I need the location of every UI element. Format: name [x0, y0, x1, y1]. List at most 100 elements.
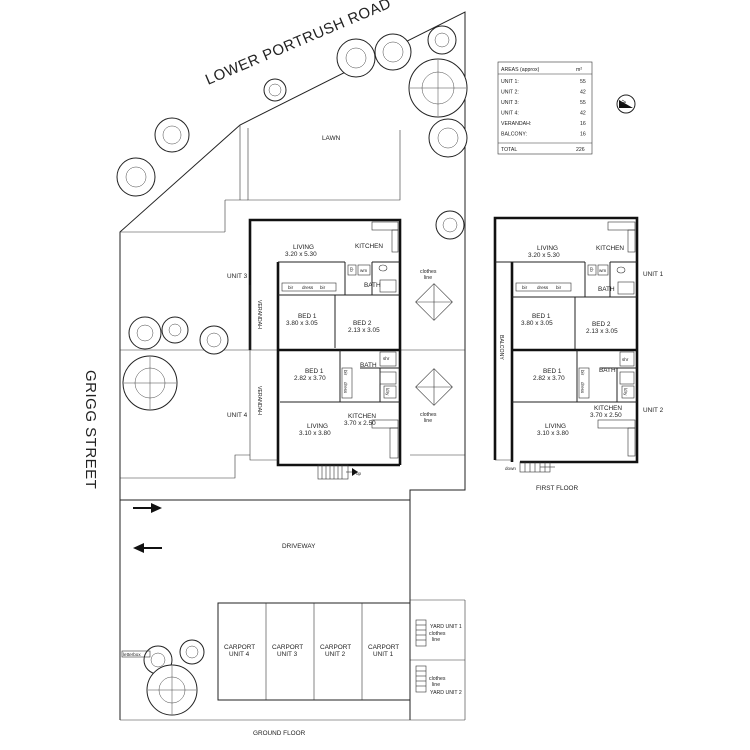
first-floor-building — [493, 216, 639, 473]
tree-icon — [116, 157, 156, 197]
tree-icon — [427, 25, 457, 55]
stairs-icon — [519, 461, 555, 473]
yard-unit-2-label: YARD UNIT 2 — [430, 690, 462, 696]
room-bed1-dims: 2.82 x 3.70 — [533, 375, 565, 382]
areas-row-value: 55 — [580, 100, 586, 106]
areas-row-value: 42 — [580, 90, 586, 96]
areas-row-value: 55 — [580, 79, 586, 85]
trees — [116, 25, 468, 716]
fixture-wm-label: wm — [599, 268, 606, 273]
fixture-shr-label: shr — [622, 357, 629, 362]
areas-row-label: UNIT 2: — [501, 90, 519, 96]
tree-icon — [154, 117, 190, 153]
stairs-icon — [317, 464, 358, 480]
areas-table-unit: m² — [576, 67, 582, 73]
site-boundary — [119, 11, 466, 721]
clothes-line-icon — [415, 368, 453, 406]
unit-3-label: UNIT 3 — [227, 273, 248, 280]
fixture-dress-label: dress — [580, 382, 585, 394]
room-living-name: LIVING — [537, 245, 558, 252]
room-kitchen-name: KITCHEN — [355, 243, 383, 250]
room-living-name: LIVING — [293, 244, 314, 251]
room-bath-name: BATH — [364, 282, 381, 289]
room-bed1-name: BED 1 — [305, 368, 324, 375]
arrow-left-icon — [133, 543, 162, 553]
svg-text:N: N — [620, 99, 629, 107]
tree-icon — [128, 316, 162, 350]
room-living-dims: 3.10 x 3.80 — [299, 430, 331, 437]
verandah-label: VERANDAH — [256, 386, 262, 415]
ground-floor-title: GROUND FLOOR — [253, 730, 306, 737]
tree-icon — [263, 78, 287, 102]
room-bed1-name: BED 1 — [543, 368, 562, 375]
tree-icon — [179, 639, 205, 665]
tree-icon — [408, 58, 468, 118]
room-bed2-dims: 2.13 x 3.05 — [348, 327, 380, 334]
fixture-bir-label: bir — [320, 285, 326, 290]
balcony-label: BALCONY — [498, 335, 504, 360]
fixture-cb-label: cb — [349, 267, 354, 272]
tree-icon — [336, 38, 376, 78]
yard-unit-1-label: YARD UNIT 1 — [430, 624, 462, 630]
fixture-ldry-label: ldry — [385, 388, 390, 396]
areas-total-value: 226 — [576, 147, 585, 153]
north-arrow-icon: N — [616, 94, 636, 114]
unit-1-label: UNIT 1 — [643, 271, 664, 278]
room-bed1-dims: 3.80 x 3.05 — [521, 320, 553, 327]
ground-floor-building — [248, 218, 402, 480]
areas-table-header: AREAS (approx) — [501, 67, 540, 73]
stairs-up-label: up — [356, 471, 362, 476]
tree-icon — [161, 316, 189, 344]
areas-row-value: 16 — [580, 132, 586, 138]
carports — [217, 602, 411, 701]
room-bath-name: BATH — [598, 286, 615, 293]
areas-row-label: VERANDAH: — [501, 121, 531, 127]
street-name-grigg: GRIGG STREET — [82, 370, 99, 489]
fixture-bir-label: bir — [580, 370, 585, 376]
fixture-ldry-label: ldry — [623, 388, 628, 396]
room-living-dims: 3.20 x 5.30 — [528, 252, 560, 259]
areas-row-value: 42 — [580, 111, 586, 117]
clothes-line-icon — [415, 283, 453, 321]
yard-clothes-line-icon — [415, 665, 427, 693]
stairs-down-label: down — [505, 466, 516, 471]
room-bath-name: BATH — [360, 362, 377, 369]
areas-row-label: BALCONY: — [501, 132, 527, 138]
room-living-name: LIVING — [545, 423, 566, 430]
tree-icon — [122, 355, 178, 411]
areas-row-label: UNIT 3: — [501, 100, 519, 106]
arrow-right-icon — [133, 503, 162, 513]
lawn-label: LAWN — [322, 135, 341, 142]
fixture-bir-label: bir — [288, 285, 294, 290]
fixture-dress-label: dress — [537, 285, 549, 290]
room-living-dims: 3.20 x 5.30 — [285, 251, 317, 258]
areas-row-value: 16 — [580, 121, 586, 127]
room-kitchen-name: KITCHEN — [594, 405, 622, 412]
tree-icon — [199, 325, 229, 355]
unit-2-label: UNIT 2 — [643, 407, 664, 414]
room-bed2-dims: 2.13 x 3.05 — [586, 328, 618, 335]
tree-icon — [374, 33, 412, 71]
letterbox-icon — [121, 650, 151, 658]
fixture-bir-label: bir — [522, 285, 528, 290]
room-bed1-name: BED 1 — [532, 313, 551, 320]
room-kitchen-name: KITCHEN — [596, 245, 624, 252]
room-bed1-dims: 3.80 x 3.05 — [286, 320, 318, 327]
yard-clothes-line-icon — [415, 619, 427, 647]
fixture-bir-label: bir — [343, 370, 348, 376]
room-kitchen-dims: 3.70 x 2.50 — [590, 412, 622, 419]
fixture-dress-label: dress — [302, 285, 314, 290]
first-floor-title: FIRST FLOOR — [536, 485, 579, 492]
room-living-name: LIVING — [307, 423, 328, 430]
letterbox-label: letterbox — [123, 652, 141, 657]
areas-row-label: UNIT 4: — [501, 111, 519, 117]
tree-icon — [146, 664, 198, 716]
